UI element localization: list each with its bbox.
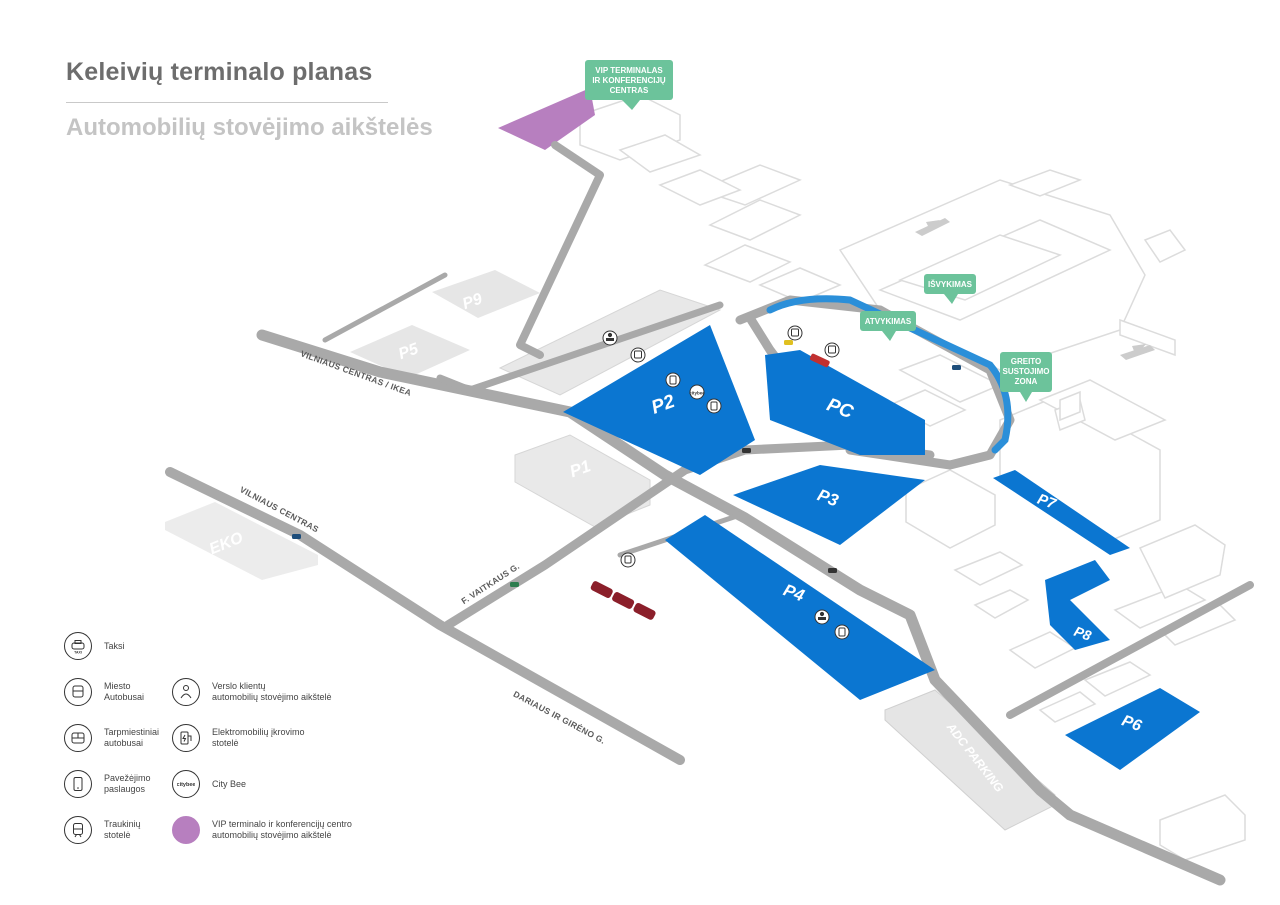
car-icon	[784, 340, 793, 345]
business-parking-icon	[602, 330, 618, 346]
legend-item-ev-charging: Elektromobilių įkrovimo stotelė	[172, 724, 305, 752]
legend-item-vip-parking: VIP terminalo ir konferencijų centro aut…	[172, 816, 352, 844]
taxi-icon: TAXI	[64, 632, 92, 660]
bus-icon	[787, 325, 803, 341]
ev-charging-icon	[172, 724, 200, 752]
callout-departures: IŠVYKIMAS	[924, 274, 976, 304]
airplane-icon	[915, 218, 950, 236]
departures-ramp	[766, 295, 1012, 454]
car-icon	[952, 365, 961, 370]
car-icon	[742, 448, 751, 453]
lot-p3	[733, 465, 925, 545]
svg-text:SUSTOJIMO: SUSTOJIMO	[1003, 367, 1050, 376]
bus-icon	[809, 353, 830, 368]
car-icon	[828, 568, 837, 573]
legend-item-business-parking: Verslo klientų automobilių stovėjimo aik…	[172, 678, 332, 706]
lot-p7	[993, 470, 1130, 555]
lot-pc	[765, 350, 925, 455]
callout-arrivals: ATVYKIMAS	[860, 311, 916, 341]
lot-p8	[1045, 560, 1110, 650]
lot-p4	[665, 515, 935, 700]
terminal-buildings	[579, 94, 1246, 861]
train-icon	[64, 816, 92, 844]
lot-p5	[350, 325, 470, 378]
train-icon	[620, 552, 636, 568]
svg-text:TAXI: TAXI	[74, 651, 82, 655]
citybee-icon: citybee	[172, 770, 200, 798]
bus-icon	[824, 342, 840, 358]
callout-quick-stop: GREITO SUSTOJIMO ZONA	[1000, 352, 1052, 402]
label-p6: P6	[1119, 712, 1143, 735]
title-divider	[66, 102, 388, 103]
svg-text:citybee: citybee	[177, 782, 195, 788]
blue-parking-lots	[563, 325, 1200, 770]
car-icon	[510, 582, 519, 587]
lot-p9	[432, 270, 540, 318]
citybee-icon: citybee	[689, 384, 705, 400]
ev-charging-icon	[706, 398, 722, 414]
business-person-icon	[172, 678, 200, 706]
legend: TAXI Taksi Miesto Autobusai Tarpmiestini…	[64, 632, 394, 847]
train-icon	[590, 581, 656, 620]
page-subtitle: Automobilių stovėjimo aikštelės	[66, 114, 433, 141]
map-icons: citybee	[602, 325, 850, 640]
ev-charging-icon	[834, 624, 850, 640]
svg-text:IR KONFERENCIJŲ: IR KONFERENCIJŲ	[592, 76, 666, 85]
car-icon	[292, 534, 301, 539]
bus-icon	[64, 678, 92, 706]
legend-item-city-bus: Miesto Autobusai	[64, 678, 144, 706]
svg-text:ZONA: ZONA	[1015, 377, 1038, 386]
label-p8: P8	[1072, 623, 1094, 644]
ride-share-icon	[665, 372, 681, 388]
lot-p2	[563, 325, 755, 475]
svg-text:CENTRAS: CENTRAS	[610, 86, 649, 95]
vehicles	[292, 340, 961, 620]
legend-item-taxi: TAXI Taksi	[64, 632, 125, 660]
lot-p6	[1065, 688, 1200, 770]
legend-item-train: Traukinių stotelė	[64, 816, 141, 844]
bus-icon	[630, 347, 646, 363]
lot-p1	[514, 434, 651, 528]
svg-text:citybee: citybee	[689, 391, 705, 396]
legend-item-ride-share: Pavežėjimo paslaugos	[64, 770, 151, 798]
svg-text:GREITO: GREITO	[1011, 357, 1042, 366]
callout-vip: VIP TERMINALAS IR KONFERENCIJŲ CENTRAS	[585, 60, 673, 110]
label-p7: P7	[1035, 491, 1059, 513]
page-title: Keleivių terminalo planas	[66, 58, 373, 86]
label-p9: P9	[460, 290, 484, 313]
legend-item-citybee: citybee City Bee	[172, 770, 246, 798]
svg-text:IŠVYKIMAS: IŠVYKIMAS	[928, 280, 973, 289]
vip-parking-lot	[498, 88, 595, 150]
business-parking-icon	[814, 609, 830, 625]
airplane-icon	[1120, 344, 1155, 360]
smartphone-icon	[64, 770, 92, 798]
label-p5: P5	[396, 340, 421, 363]
legend-item-intercity-bus: Tarpmiestiniai autobusai	[64, 724, 159, 752]
vip-parking-swatch	[172, 816, 200, 844]
intercity-bus-icon	[64, 724, 92, 752]
svg-text:VIP TERMINALAS: VIP TERMINALAS	[595, 66, 663, 75]
lot-eko	[165, 502, 318, 580]
svg-text:ATVYKIMAS: ATVYKIMAS	[865, 317, 912, 326]
